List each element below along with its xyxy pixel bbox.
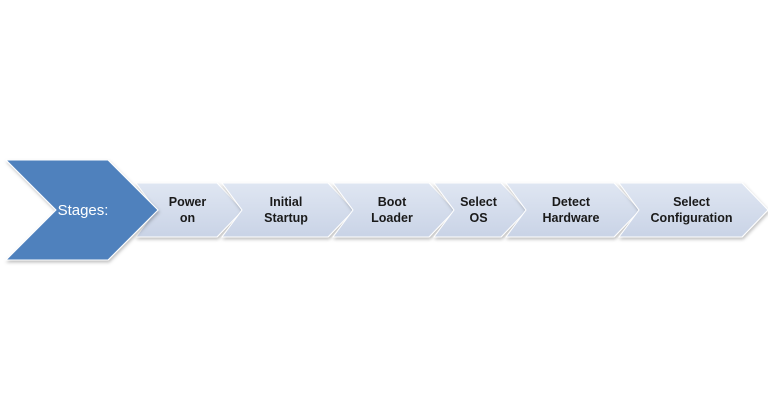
stage-label: Hardware <box>543 211 600 225</box>
stage-chevron: Power on <box>135 182 244 238</box>
stage-shape <box>332 182 456 238</box>
stage-label: OS <box>469 211 487 225</box>
stage-shape <box>221 182 355 238</box>
stage-label: Power <box>169 195 207 209</box>
header-chevron <box>4 159 159 261</box>
stage-label: Select <box>673 195 711 209</box>
header-label: Stages: <box>58 202 109 219</box>
stage-shape <box>505 182 641 238</box>
stage-label: Startup <box>264 211 308 225</box>
stage-label: Initial <box>270 195 303 209</box>
stage-label: Detect <box>552 195 591 209</box>
stage-label: Loader <box>371 211 413 225</box>
stage-label: Boot <box>378 195 407 209</box>
stage-label: on <box>180 211 195 225</box>
stage-label: Configuration <box>651 211 733 225</box>
stage-shape <box>618 182 768 238</box>
stage-label: Select <box>460 195 498 209</box>
stage-shape <box>433 182 528 238</box>
